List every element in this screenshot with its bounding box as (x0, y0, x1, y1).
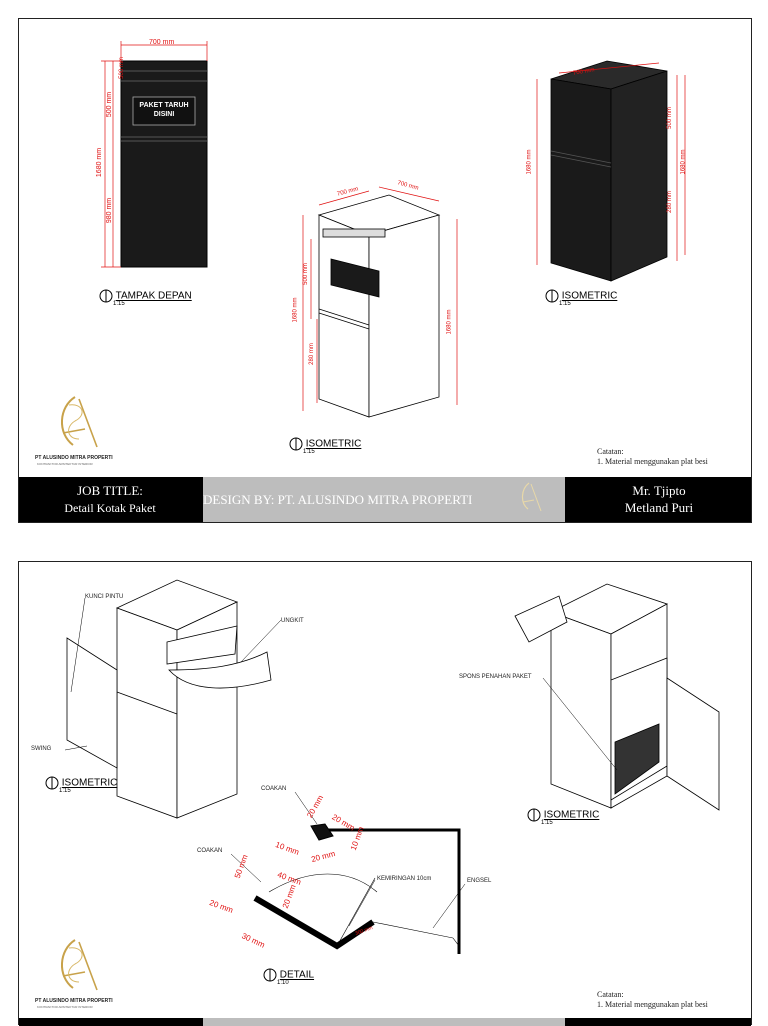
front-view-label: TAMPAK DEPAN 1:15 (99, 289, 192, 307)
detail-title: DETAIL (279, 969, 315, 981)
client-cell: Mr. Tjipto Metland Puri (567, 477, 751, 522)
iso-left-title: ISOMETRIC (61, 777, 118, 789)
iso-center-dimensions (302, 186, 458, 411)
callout-hinge: ENGSEL (467, 878, 492, 884)
iso-right-dim-low: 280 mm (666, 191, 673, 213)
front-panel-text: PAKET TARUH DISINI (133, 101, 195, 119)
section-marker-icon (45, 776, 59, 790)
detail-drawing (230, 791, 466, 954)
drawing-sheet-1: PAKET TARUH DISINI 700 mm 1680 mm 500 mm… (18, 18, 752, 523)
iso-center-box (317, 194, 441, 418)
title-block-partial (19, 1018, 751, 1026)
callout-lock: KUNCI PINTU (85, 594, 124, 600)
design-by-text: DESIGN BY: PT. ALUSINDO MITRA PROPERTI (203, 492, 473, 507)
iso-right-open-box (514, 583, 720, 811)
front-view-box (120, 60, 208, 268)
front-dim-width: 700 mm (149, 39, 175, 46)
notes-title: Catatan: (597, 447, 624, 456)
iso-right-open-label: ISOMETRIC 1:15 (527, 808, 599, 826)
iso-right-dim-total: 1680 mm (526, 149, 533, 175)
iso-right-drawing (536, 60, 686, 282)
drawing-sheet-2: KUNCI PINTU UNGKIT SWING ISOMETRIC 1:15 … (18, 561, 752, 1026)
front-view-title: TAMPAK DEPAN (115, 290, 192, 302)
iso-left-leaders (64, 597, 282, 751)
iso-center-scale: 1:15 (303, 449, 315, 455)
notes-block: Catatan: 1. Material menggunakan plat be… (597, 447, 708, 467)
iso-right-dim-right-total: 1680 mm (680, 149, 687, 175)
detail-geometry (253, 823, 461, 954)
design-by-cell: DESIGN BY: PT. ALUSINDO MITRA PROPERTI (203, 477, 565, 522)
iso-right-title: ISOMETRIC (561, 290, 618, 302)
iso-center-drawing (302, 186, 458, 418)
callout-coakan-top: COAKAN (261, 786, 287, 792)
iso-left-open-drawing (64, 579, 282, 819)
company-logo-name: PT ALUSINDO MITRA PROPERTI (35, 998, 113, 1004)
iso-left-box (66, 579, 272, 819)
callout-slope: KEMIRINGAN 10cm (377, 876, 432, 882)
notes-title: Catatan: (597, 990, 624, 999)
job-title-label: JOB TITLE: (77, 483, 143, 498)
iso-left-label: ISOMETRIC 1:15 (45, 776, 117, 794)
iso-left-scale: 1:15 (59, 788, 71, 794)
sponge-leader (542, 677, 618, 771)
notes-block: Catatan: 1. Material menggunakan plat be… (597, 990, 708, 1010)
client-location: Metland Puri (624, 500, 694, 515)
client-name: Mr. Tjipto (632, 483, 686, 498)
front-view-dimensions (101, 41, 208, 268)
section-marker-icon (527, 808, 541, 822)
section-marker-icon (263, 968, 277, 982)
notes-item: 1. Material menggunakan plat besi (597, 1000, 708, 1009)
section-marker-icon (99, 289, 113, 303)
company-logo-icon (60, 396, 98, 448)
detail-leaders (230, 791, 466, 929)
front-panel-line-1: PAKET TARUH (139, 102, 189, 109)
iso-right-open-scale: 1:15 (541, 820, 553, 826)
detail-scale: 1:10 (277, 980, 289, 986)
detail-label: DETAIL 1:10 (263, 968, 314, 986)
title-block: JOB TITLE: Detail Kotak Paket DESIGN BY:… (19, 477, 751, 522)
iso-center-title: ISOMETRIC (305, 438, 362, 450)
callout-lever: UNGKIT (281, 618, 304, 624)
job-title-value: Detail Kotak Paket (64, 501, 156, 515)
iso-right-dim-mid: 500 mm (666, 107, 673, 129)
company-logo-icon (60, 939, 98, 991)
company-logo-name: PT ALUSINDO MITRA PROPERTI (35, 455, 113, 461)
callout-swing: SWING (31, 746, 52, 752)
iso-right-open-title: ISOMETRIC (543, 809, 600, 821)
callout-sponge: SPONS PENAHAN PAKET (459, 674, 532, 680)
iso-right-scale: 1:15 (559, 301, 571, 307)
iso-right-label: ISOMETRIC 1:15 (545, 289, 617, 307)
company-logo-small-icon (521, 482, 542, 512)
section-marker-icon (289, 437, 303, 451)
company-logo-tagline: KONTRAKTOR ARSITEKTUR INTERIOR (37, 1005, 93, 1009)
iso-right-box (550, 60, 668, 282)
front-panel-line-2: DISINI (153, 111, 175, 118)
job-title-cell: JOB TITLE: Detail Kotak Paket (19, 477, 201, 522)
front-view-scale: 1:15 (113, 301, 125, 307)
iso-center-label: ISOMETRIC 1:15 (289, 437, 361, 455)
section-marker-icon (545, 289, 559, 303)
front-view-drawing (101, 41, 208, 268)
iso-right-dimensions (536, 62, 686, 265)
company-logo-tagline: KONTRAKTOR ARSITEKTUR INTERIOR (37, 462, 93, 466)
callout-coakan-left: COAKAN (197, 848, 223, 854)
notes-item: 1. Material menggunakan plat besi (597, 457, 708, 466)
iso-right-open-drawing (514, 583, 720, 811)
